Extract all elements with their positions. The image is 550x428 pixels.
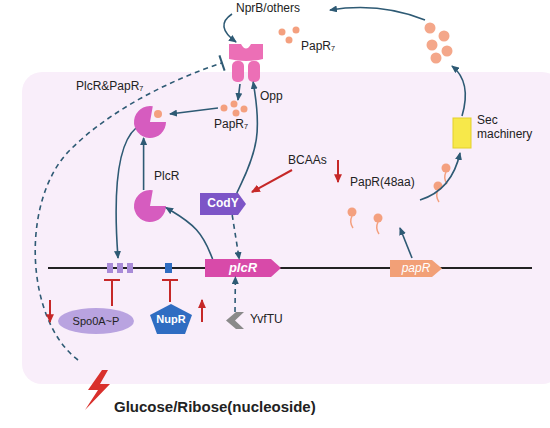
- peptide-cluster: [425, 23, 453, 64]
- transporter-symbol-outline: [228, 44, 264, 82]
- node-text: Spo0A~P: [73, 315, 120, 328]
- node-text: NupR: [156, 313, 185, 326]
- regulator-chevron-outline: [226, 312, 244, 329]
- precursor-peptides: [348, 164, 451, 235]
- level-arrows: [50, 160, 338, 322]
- protein-complex: PlcR&PapR₇: [134, 106, 166, 138]
- peptide-dots: [279, 27, 300, 44]
- gene-arrow: plcR: [205, 259, 281, 277]
- protein-symbol-outline: [134, 190, 166, 222]
- node-text: Sec machinery: [477, 114, 539, 142]
- connector-arrow: [143, 138, 145, 190]
- lightning-symbol: [85, 370, 110, 410]
- binding-site: [127, 263, 133, 273]
- secretion-machinery-outline: [453, 118, 471, 148]
- nutrient-label: BCAAs: [288, 154, 327, 168]
- condition-label: Glucose/Ribose(nucleoside): [114, 398, 316, 415]
- connector-arrow: [166, 208, 213, 259]
- enzyme-label: NprB/others: [236, 2, 300, 16]
- connector-arrow: [234, 277, 236, 312]
- node-text: papR: [402, 262, 431, 276]
- peptide-label: PapR₇: [301, 40, 335, 54]
- secretion-machinery: Sec machinery: [453, 118, 471, 148]
- binding-site: [165, 263, 172, 273]
- peptide-dots: [221, 101, 248, 117]
- cell-body: [22, 72, 550, 384]
- connector-arrow: [232, 215, 239, 259]
- connector-arrow: [237, 82, 258, 193]
- regulator-pentagon: NupR: [150, 304, 192, 334]
- peptide-label: PapR₇: [214, 118, 248, 132]
- transporter-symbol: Opp: [228, 44, 264, 82]
- binding-site: [117, 263, 123, 273]
- pathway-arrows: [116, 8, 465, 258]
- gene-arrow: papR: [390, 260, 442, 277]
- regulator-chevron: YvfTU: [226, 312, 244, 329]
- protein-symbol: PlcR: [134, 190, 166, 222]
- regulator-ellipse: Spo0A~P: [58, 308, 134, 334]
- repression-bars: [104, 280, 178, 306]
- node-text: CodY: [207, 197, 238, 211]
- node-text: Opp: [260, 90, 283, 104]
- peptide-label: PapR(48aa): [350, 176, 415, 190]
- node-text: YvfTU: [250, 313, 283, 327]
- regulator-box: CodY: [200, 193, 246, 215]
- binding-site: [107, 263, 113, 273]
- protein-complex-outline: [134, 106, 166, 138]
- glucose-inhibition: [35, 55, 224, 360]
- node-text: PlcR&PapR₇: [76, 80, 143, 94]
- node-text: PlcR: [154, 170, 179, 184]
- node-text: plcR: [229, 261, 257, 276]
